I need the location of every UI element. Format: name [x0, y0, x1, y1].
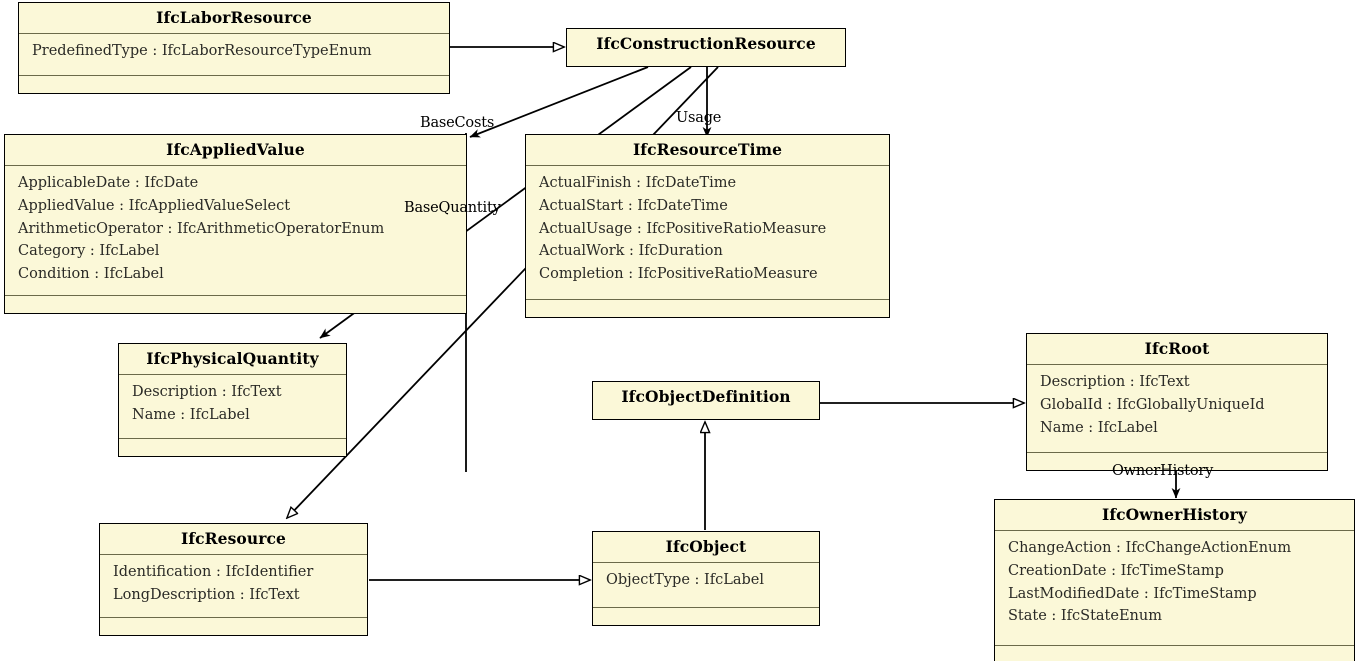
class-title: IfcResourceTime [632, 140, 783, 159]
class-operations [19, 76, 449, 93]
class-attributes: Description : IfcText GlobalId : IfcGlob… [1027, 365, 1327, 452]
attribute-row: Name : IfcLabel [1040, 419, 1158, 436]
class-box-ifcownerhistory[interactable]: IfcOwnerHistory ChangeAction : IfcChange… [994, 499, 1355, 661]
class-operations [119, 439, 346, 456]
attribute-row: Category : IfcLabel [18, 243, 160, 260]
attribute-row: Name : IfcLabel [132, 406, 250, 423]
class-title: IfcResource [181, 529, 286, 548]
class-title: IfcOwnerHistory [1102, 505, 1247, 524]
class-attributes: ChangeAction : IfcChangeActionEnum Creat… [995, 531, 1354, 645]
class-box-ifclaborresource[interactable]: IfcLaborResource PredefinedType : IfcLab… [18, 2, 450, 94]
attribute-row: ActualUsage : IfcPositiveRatioMeasure [539, 220, 827, 237]
class-box-ifcappliedvalue[interactable]: IfcAppliedValue ApplicableDate : IfcDate… [4, 134, 467, 314]
compartment-divider [593, 562, 819, 563]
class-box-ifcphysicalquantity[interactable]: IfcPhysicalQuantity Description : IfcTex… [118, 343, 347, 457]
compartment-divider [1027, 452, 1327, 453]
attribute-row: ObjectType : IfcLabel [606, 572, 765, 588]
compartment-divider [119, 374, 346, 375]
class-title: IfcConstructionResource [596, 34, 816, 53]
compartment-divider [593, 607, 819, 608]
edge-label-basecosts: BaseCosts [420, 115, 495, 131]
class-title: IfcLaborResource [156, 8, 312, 27]
class-attributes: Description : IfcText Name : IfcLabel [119, 375, 346, 438]
class-title: IfcObject [665, 537, 747, 556]
compartment-divider [995, 530, 1354, 531]
compartment-divider [5, 165, 466, 166]
class-box-ifcresource[interactable]: IfcResource Identification : IfcIdentifi… [99, 523, 368, 636]
attribute-row: Completion : IfcPositiveRatioMeasure [539, 266, 818, 282]
attribute-row: GlobalId : IfcGloballyUniqueId [1040, 396, 1265, 413]
attribute-row: ActualWork : IfcDuration [539, 243, 723, 260]
edge-label-basequantity: BaseQuantity [404, 200, 501, 216]
edge-label-usage: Usage [676, 110, 722, 126]
edge-label-ownerhistory: OwnerHistory [1112, 463, 1214, 479]
attribute-row: ActualFinish : IfcDateTime [539, 175, 737, 191]
class-title: IfcPhysicalQuantity [146, 349, 319, 368]
attribute-row: State : IfcStateEnum [1008, 608, 1162, 625]
class-operations [995, 646, 1354, 661]
class-title: IfcAppliedValue [166, 140, 305, 159]
compartment-divider [119, 438, 346, 439]
attribute-row: LastModifiedDate : IfcTimeStamp [1008, 585, 1257, 602]
attribute-row: CreationDate : IfcTimeStamp [1008, 562, 1224, 579]
class-attributes: Identification : IfcIdentifier LongDescr… [100, 555, 367, 617]
attribute-row: ArithmeticOperator : IfcArithmeticOperat… [18, 220, 385, 237]
attribute-row: Description : IfcText [132, 384, 282, 400]
compartment-divider [1027, 364, 1327, 365]
attribute-row: LongDescription : IfcText [113, 586, 300, 603]
class-attributes: PredefinedType : IfcLaborResourceTypeEnu… [19, 34, 449, 75]
class-title: IfcRoot [1144, 339, 1210, 358]
edge-construction-basecosts [469, 66, 649, 138]
compartment-divider [19, 75, 449, 76]
attribute-row: ActualStart : IfcDateTime [539, 197, 728, 214]
compartment-divider [526, 165, 889, 166]
class-box-ifcresourcetime[interactable]: IfcResourceTime ActualFinish : IfcDateTi… [525, 134, 890, 318]
attribute-row: Identification : IfcIdentifier [113, 564, 314, 580]
class-attributes: ActualFinish : IfcDateTime ActualStart :… [526, 166, 889, 299]
class-box-ifcconstructionresource[interactable]: IfcConstructionResource [566, 28, 846, 67]
compartment-divider [526, 299, 889, 300]
class-attributes: ObjectType : IfcLabel [593, 563, 819, 607]
attribute-row: ChangeAction : IfcChangeActionEnum [1008, 540, 1292, 556]
class-box-ifcobject[interactable]: IfcObject ObjectType : IfcLabel [592, 531, 820, 626]
attribute-row: Description : IfcText [1040, 374, 1190, 390]
compartment-divider [100, 554, 367, 555]
attribute-row: PredefinedType : IfcLaborResourceTypeEnu… [32, 43, 372, 59]
compartment-divider [19, 33, 449, 34]
compartment-divider [5, 295, 466, 296]
class-operations [5, 296, 466, 313]
compartment-divider [995, 645, 1354, 646]
compartment-divider [100, 617, 367, 618]
class-box-ifcobjectdefinition[interactable]: IfcObjectDefinition [592, 381, 820, 420]
class-title: IfcObjectDefinition [621, 387, 791, 406]
attribute-row: Condition : IfcLabel [18, 266, 164, 282]
attribute-row: ApplicableDate : IfcDate [18, 175, 199, 191]
class-operations [100, 618, 367, 635]
attribute-row: AppliedValue : IfcAppliedValueSelect [18, 197, 291, 214]
class-operations [593, 608, 819, 625]
class-attributes: ApplicableDate : IfcDate AppliedValue : … [5, 166, 466, 295]
class-box-ifcroot[interactable]: IfcRoot Description : IfcText GlobalId :… [1026, 333, 1328, 471]
class-operations [526, 300, 889, 317]
